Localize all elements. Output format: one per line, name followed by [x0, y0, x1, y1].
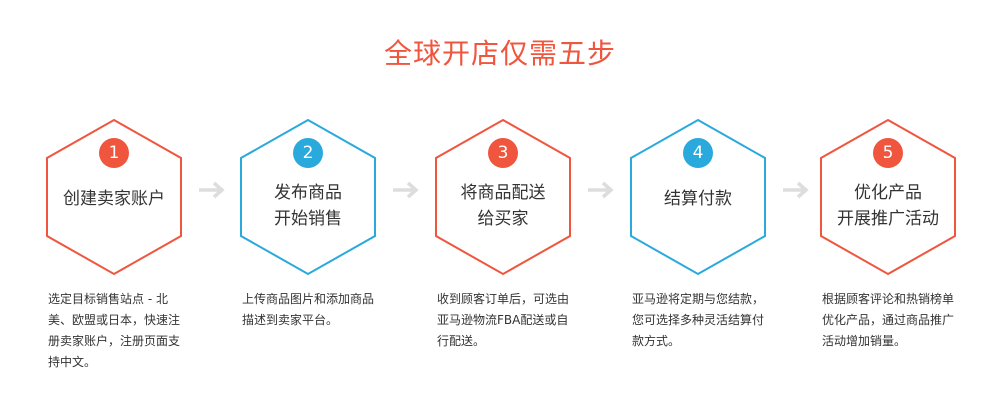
step-label: 发布商品开始销售 [274, 183, 342, 229]
step-number-badge: 4 [683, 138, 713, 168]
step-number-badge: 3 [488, 138, 518, 168]
hexagon-frame [240, 118, 376, 276]
step-4: 4 结算付款 [628, 118, 768, 278]
step-1: 1 创建卖家账户 [44, 118, 184, 278]
arrow-right-icon [586, 180, 616, 200]
step-number-badge: 1 [99, 138, 129, 168]
step-description: 收到顾客订单后，可选由亚马逊物流FBA配送或自行配送。 [437, 292, 570, 348]
arrow-right-icon [391, 180, 421, 200]
step-3: 3 将商品配送给买家 [433, 118, 573, 278]
step-2: 2 发布商品开始销售 [238, 118, 378, 278]
step-label: 创建卖家账户 [63, 189, 165, 209]
arrow-right-icon [781, 180, 811, 200]
step-description: 根据顾客评论和热销榜单优化产品，通过商品推广活动增加销量。 [822, 292, 955, 348]
step-number-badge: 2 [293, 138, 323, 168]
step-label: 将商品配送给买家 [460, 183, 546, 229]
step-label: 优化产品开展推广活动 [837, 183, 939, 229]
hexagon-frame [435, 118, 571, 276]
arrow-right-icon [197, 180, 227, 200]
hexagon-frame [630, 118, 766, 276]
step-label: 结算付款 [664, 189, 732, 209]
page-title: 全球开店仅需五步 [383, 37, 616, 70]
step-description: 亚马逊将定期与您结款，您可选择多种灵活结算付款方式。 [632, 292, 765, 348]
hexagon-frame [820, 118, 956, 276]
hexagon-frame [46, 118, 182, 276]
step-description: 选定目标销售站点 - 北美、欧盟或日本，快速注册卖家账户，注册页面支持中文。 [48, 292, 181, 369]
step-5: 5 优化产品开展推广活动 [818, 118, 958, 278]
step-number-badge: 5 [873, 138, 903, 168]
step-description: 上传商品图片和添加商品描述到卖家平台。 [242, 292, 375, 327]
